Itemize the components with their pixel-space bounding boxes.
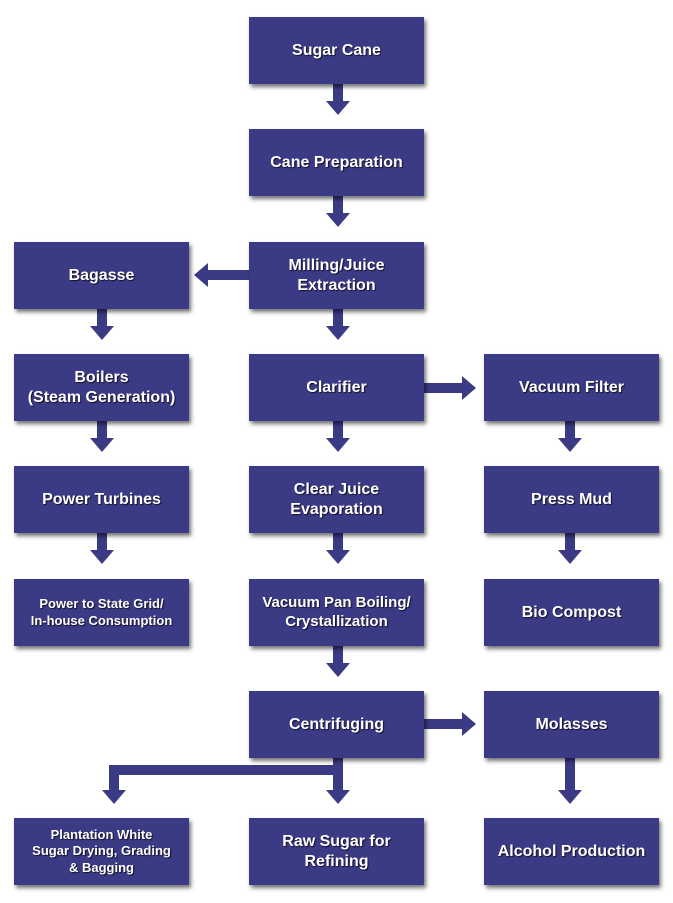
node-clear-juice-evaporation: Clear Juice Evaporation [249, 466, 424, 533]
arrow-clarifier-to-clearjuice [326, 421, 350, 452]
arrow-pressmud-to-biocompost [558, 533, 582, 564]
node-molasses: Molasses [484, 691, 659, 758]
arrow-milling-to-bagasse [194, 263, 249, 287]
arrow-boilers-to-turbines [90, 421, 114, 452]
node-press-mud: Press Mud [484, 466, 659, 533]
arrow-milling-to-clarifier [326, 309, 350, 340]
arrow-vacuumpan-to-centrifuging [326, 646, 350, 677]
arrow-clearjuice-to-vacuumpan [326, 533, 350, 564]
node-vacuum-pan-boiling: Vacuum Pan Boiling/ Crystallization [249, 579, 424, 646]
arrow-molasses-to-alcohol [558, 758, 582, 804]
arrow-sugarcane-to-preparation [326, 84, 350, 115]
node-power-turbines: Power Turbines [14, 466, 189, 533]
node-alcohol-production: Alcohol Production [484, 818, 659, 885]
node-cane-preparation: Cane Preparation [249, 129, 424, 196]
node-raw-sugar: Raw Sugar for Refining [249, 818, 424, 885]
arrow-preparation-to-milling [326, 196, 350, 227]
node-boilers: Boilers (Steam Generation) [14, 354, 189, 421]
arrow-turbines-to-grid [90, 533, 114, 564]
node-sugar-cane: Sugar Cane [249, 17, 424, 84]
node-vacuum-filter: Vacuum Filter [484, 354, 659, 421]
arrow-centrifuging-to-plantationwhite [102, 765, 333, 804]
arrow-centrifuging-to-rawsugar [326, 758, 350, 804]
node-clarifier: Clarifier [249, 354, 424, 421]
node-milling-juice-extraction: Milling/Juice Extraction [249, 242, 424, 309]
node-power-to-state-grid: Power to State Grid/ In-house Consumptio… [14, 579, 189, 646]
node-bio-compost: Bio Compost [484, 579, 659, 646]
node-plantation-white: Plantation White Sugar Drying, Grading &… [14, 818, 189, 885]
node-centrifuging: Centrifuging [249, 691, 424, 758]
arrow-clarifier-to-vacuumfilter [424, 376, 476, 400]
arrow-bagasse-to-boilers [90, 309, 114, 340]
node-bagasse: Bagasse [14, 242, 189, 309]
arrow-vacuumfilter-to-pressmud [558, 421, 582, 452]
arrow-centrifuging-to-molasses [424, 712, 476, 736]
